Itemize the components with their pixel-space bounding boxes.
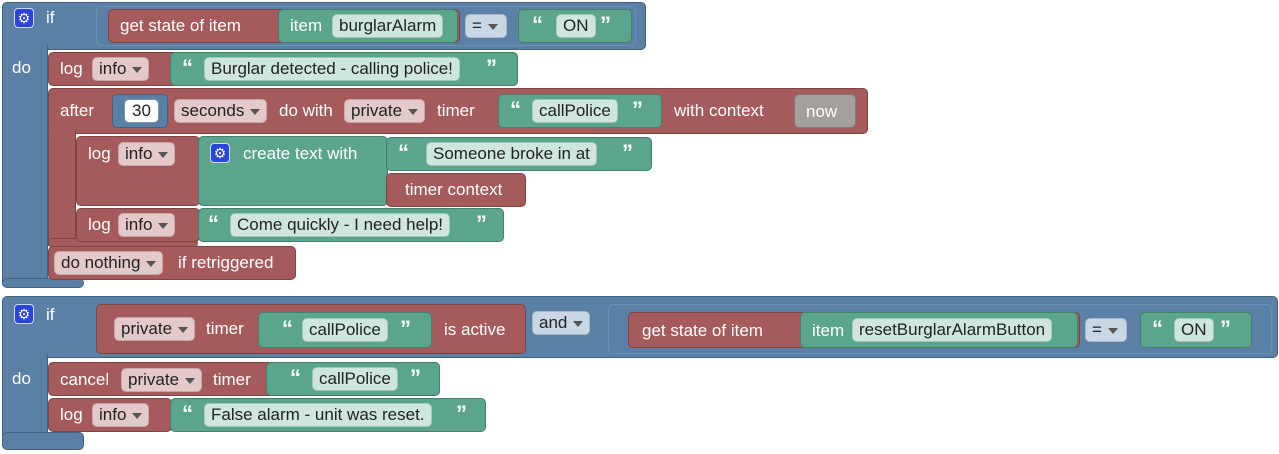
log-level-dropdown[interactable]: info — [118, 213, 176, 237]
if-block-2-spine — [2, 354, 48, 438]
close-quote-icon: ” — [622, 140, 633, 165]
do-with-label: do with — [279, 101, 333, 120]
close-quote-icon: ” — [476, 211, 487, 236]
operator-dropdown[interactable]: = — [1085, 318, 1127, 342]
open-quote-icon: “ — [182, 401, 193, 426]
cancel-timer-name-field[interactable]: callPolice — [312, 367, 398, 391]
open-quote-icon: “ — [282, 316, 293, 341]
log-label: log — [88, 215, 111, 234]
close-quote-icon: ” — [600, 12, 611, 37]
chevron-down-icon — [487, 23, 498, 30]
log-4-message-field[interactable]: False alarm - unit was reset. — [204, 403, 432, 427]
chevron-down-icon — [185, 377, 196, 384]
chevron-down-icon — [408, 108, 419, 115]
after-label: after — [60, 101, 95, 120]
log-level-dropdown[interactable]: info — [118, 142, 176, 166]
log-level-dropdown[interactable]: info — [92, 57, 150, 81]
open-quote-icon: “ — [398, 140, 409, 165]
timer-scope-dropdown[interactable]: private — [344, 99, 426, 123]
item-label: item — [290, 16, 323, 35]
log-label: log — [60, 405, 83, 424]
close-quote-icon: ” — [410, 365, 421, 390]
item-label: item — [812, 321, 845, 340]
cancel-label: cancel — [60, 370, 110, 389]
close-quote-icon: ” — [456, 401, 467, 426]
open-quote-icon: “ — [290, 365, 301, 390]
chevron-down-icon — [158, 151, 169, 158]
open-quote-icon: “ — [1152, 316, 1163, 341]
on-value-field[interactable]: ON — [1174, 318, 1214, 342]
timer-name-field[interactable]: callPolice — [302, 318, 388, 342]
do-label: do — [12, 58, 31, 77]
context-value: now — [806, 102, 838, 121]
if-block-2-foot — [2, 432, 84, 450]
chevron-down-icon — [158, 222, 169, 229]
chevron-down-icon — [250, 108, 261, 115]
timer-name-field[interactable]: callPolice — [532, 99, 618, 123]
after-timer-spine — [48, 130, 76, 246]
item-name-field[interactable]: resetBurglarAlarmButton — [852, 318, 1053, 342]
context-block[interactable] — [794, 94, 856, 128]
log-label: log — [60, 59, 83, 78]
if-block-1-spine — [2, 45, 48, 285]
close-quote-icon: ” — [632, 97, 643, 122]
operator-dropdown[interactable]: = — [465, 14, 507, 38]
gear-icon[interactable]: ⚙ — [14, 8, 34, 28]
get-state-label: get state of item — [642, 321, 763, 340]
get-state-label: get state of item — [120, 16, 241, 35]
retrigger-label: if retriggered — [178, 253, 274, 272]
cancel-scope-dropdown[interactable]: private — [121, 368, 203, 392]
log-3-message-field[interactable]: Come quickly - I need help! — [230, 213, 450, 237]
log-1-message-field[interactable]: Burglar detected - calling police! — [204, 57, 460, 81]
if-label: if — [46, 305, 55, 324]
is-active-label: is active — [444, 320, 506, 339]
timer-context-label: timer context — [405, 180, 503, 199]
time-unit-dropdown[interactable]: seconds — [174, 99, 268, 123]
open-quote-icon: “ — [532, 12, 543, 37]
gear-icon[interactable]: ⚙ — [14, 304, 34, 324]
item-name-field[interactable]: burglarAlarm — [332, 14, 444, 38]
on-value-field[interactable]: ON — [556, 14, 596, 38]
create-text-label: create text with — [243, 144, 358, 163]
timer-context-block[interactable] — [386, 173, 526, 207]
close-quote-icon: ” — [400, 316, 411, 341]
and-dropdown[interactable]: and — [532, 311, 591, 335]
chevron-down-icon — [132, 66, 143, 73]
chevron-down-icon — [1107, 327, 1118, 334]
chevron-down-icon — [178, 326, 189, 333]
if-block-1-foot — [2, 278, 84, 288]
gear-icon[interactable]: ⚙ — [210, 143, 230, 163]
timer-label: timer — [437, 101, 475, 120]
retrigger-dropdown[interactable]: do nothing — [54, 251, 164, 275]
do-label: do — [12, 369, 31, 388]
close-quote-icon: ” — [486, 55, 497, 80]
if-label: if — [46, 8, 55, 27]
open-quote-icon: “ — [182, 55, 193, 80]
text-piece-field[interactable]: Someone broke in at — [426, 142, 597, 166]
close-quote-icon: ” — [1220, 316, 1231, 341]
open-quote-icon: “ — [510, 97, 521, 122]
chevron-down-icon — [573, 320, 584, 327]
chevron-down-icon — [146, 260, 157, 267]
log-level-dropdown[interactable]: info — [92, 403, 150, 427]
delay-number-field[interactable]: 30 — [124, 99, 159, 123]
log-label: log — [88, 144, 111, 163]
open-quote-icon: “ — [208, 211, 219, 236]
timer-scope-dropdown[interactable]: private — [114, 317, 196, 341]
cancel-timer-label: timer — [213, 370, 251, 389]
with-context-label: with context — [674, 101, 764, 120]
chevron-down-icon — [132, 412, 143, 419]
timer-label: timer — [206, 319, 244, 338]
